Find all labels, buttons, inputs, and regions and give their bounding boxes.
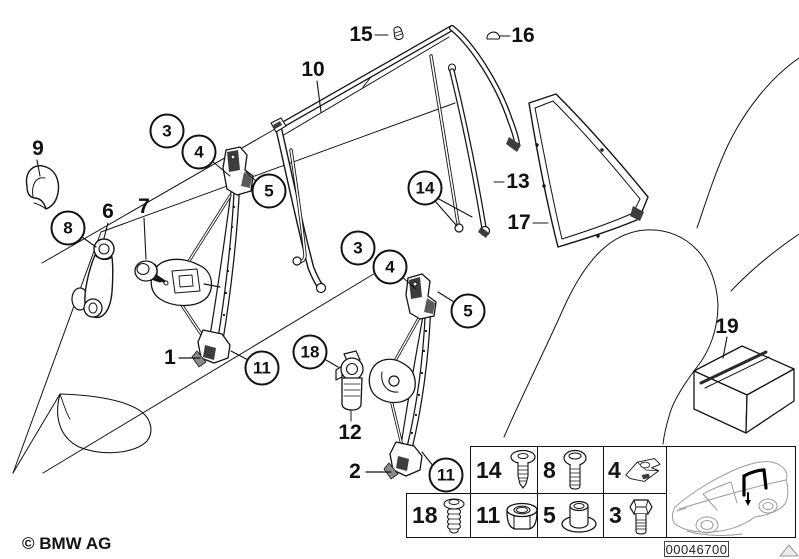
diagram-number-box: 00046700 bbox=[664, 541, 729, 557]
callout-3-a[interactable]: 3 bbox=[149, 113, 185, 149]
window-regulator-left-part bbox=[149, 146, 254, 368]
window-frame-seal-part bbox=[270, 25, 521, 294]
legend-cell-18[interactable]: 18 bbox=[406, 493, 471, 538]
screw-torx-pan-head-icon bbox=[509, 449, 536, 489]
leader-lines bbox=[36, 34, 728, 473]
legend-cell-5[interactable]: 5 bbox=[537, 493, 604, 538]
window-regulator-right-part bbox=[368, 273, 437, 480]
window-motor-part bbox=[335, 350, 364, 422]
callout-15[interactable]: 15 bbox=[349, 23, 373, 46]
legend-cell-car-location[interactable] bbox=[666, 446, 796, 538]
callout-16[interactable]: 16 bbox=[511, 24, 535, 47]
callout-9[interactable]: 9 bbox=[32, 137, 44, 160]
callout-12[interactable]: 12 bbox=[338, 421, 362, 444]
window-guide-strip-part bbox=[429, 54, 464, 233]
hex-flange-nut-icon bbox=[506, 502, 538, 530]
car-body-sketch bbox=[503, 57, 799, 445]
legend-num-3: 3 bbox=[609, 502, 622, 528]
page-corner-triangle bbox=[778, 544, 799, 557]
legend-cell-3[interactable]: 3 bbox=[603, 493, 667, 538]
quarter-window-part bbox=[528, 93, 649, 248]
window-crank-handle-part bbox=[71, 238, 115, 319]
callout-8[interactable]: 8 bbox=[50, 210, 86, 246]
parts-box-part bbox=[693, 345, 795, 434]
crank-cover-cap-part bbox=[25, 165, 60, 210]
callout-5-b[interactable]: 5 bbox=[450, 293, 486, 329]
legend-cell-8[interactable]: 8 bbox=[537, 446, 604, 494]
copyright-label: © BMW AG bbox=[22, 534, 112, 553]
callout-19[interactable]: 19 bbox=[715, 315, 739, 338]
door-outline-sketch bbox=[12, 102, 456, 474]
screw-washer-head-icon bbox=[443, 497, 465, 533]
callout-2[interactable]: 2 bbox=[349, 460, 361, 483]
cap-16-part bbox=[486, 31, 501, 40]
callout-1[interactable]: 1 bbox=[164, 346, 176, 369]
legend-num-5: 5 bbox=[543, 502, 556, 528]
callout-4-a[interactable]: 4 bbox=[181, 134, 217, 170]
legend-num-18: 18 bbox=[412, 502, 438, 528]
legend-num-11: 11 bbox=[476, 502, 501, 528]
screw-flange-head-icon bbox=[563, 449, 587, 490]
callout-6[interactable]: 6 bbox=[102, 200, 114, 223]
legend-num-14: 14 bbox=[476, 456, 502, 483]
callout-4-b[interactable]: 4 bbox=[372, 249, 408, 285]
legend-cell-11[interactable]: 11 bbox=[470, 493, 538, 538]
callout-5-a[interactable]: 5 bbox=[251, 173, 287, 209]
clip-15-part bbox=[393, 26, 404, 40]
grommet-bushing-icon bbox=[561, 500, 597, 533]
callout-18[interactable]: 18 bbox=[292, 334, 328, 370]
callout-14[interactable]: 14 bbox=[407, 170, 443, 206]
legend-num-4: 4 bbox=[608, 456, 621, 483]
callout-11-b[interactable]: 11 bbox=[428, 457, 464, 493]
legend-cell-4[interactable]: 4 bbox=[603, 446, 667, 494]
callout-3-b[interactable]: 3 bbox=[340, 230, 376, 266]
callout-10[interactable]: 10 bbox=[301, 58, 325, 81]
crank-knob-part bbox=[134, 260, 169, 286]
window-guide-rail-part bbox=[447, 63, 491, 238]
car-location-thumbnail-icon bbox=[671, 461, 789, 536]
clip-nut-icon bbox=[625, 458, 661, 482]
hex-bolt-icon bbox=[629, 498, 653, 535]
callout-17[interactable]: 17 bbox=[507, 211, 531, 234]
legend-cell-14[interactable]: 14 bbox=[470, 446, 538, 494]
callout-7[interactable]: 7 bbox=[138, 195, 150, 218]
callout-13[interactable]: 13 bbox=[506, 170, 530, 193]
callout-11-a[interactable]: 11 bbox=[244, 350, 280, 386]
legend-num-8: 8 bbox=[543, 456, 556, 483]
diagram-number: 00046700 bbox=[665, 541, 728, 557]
